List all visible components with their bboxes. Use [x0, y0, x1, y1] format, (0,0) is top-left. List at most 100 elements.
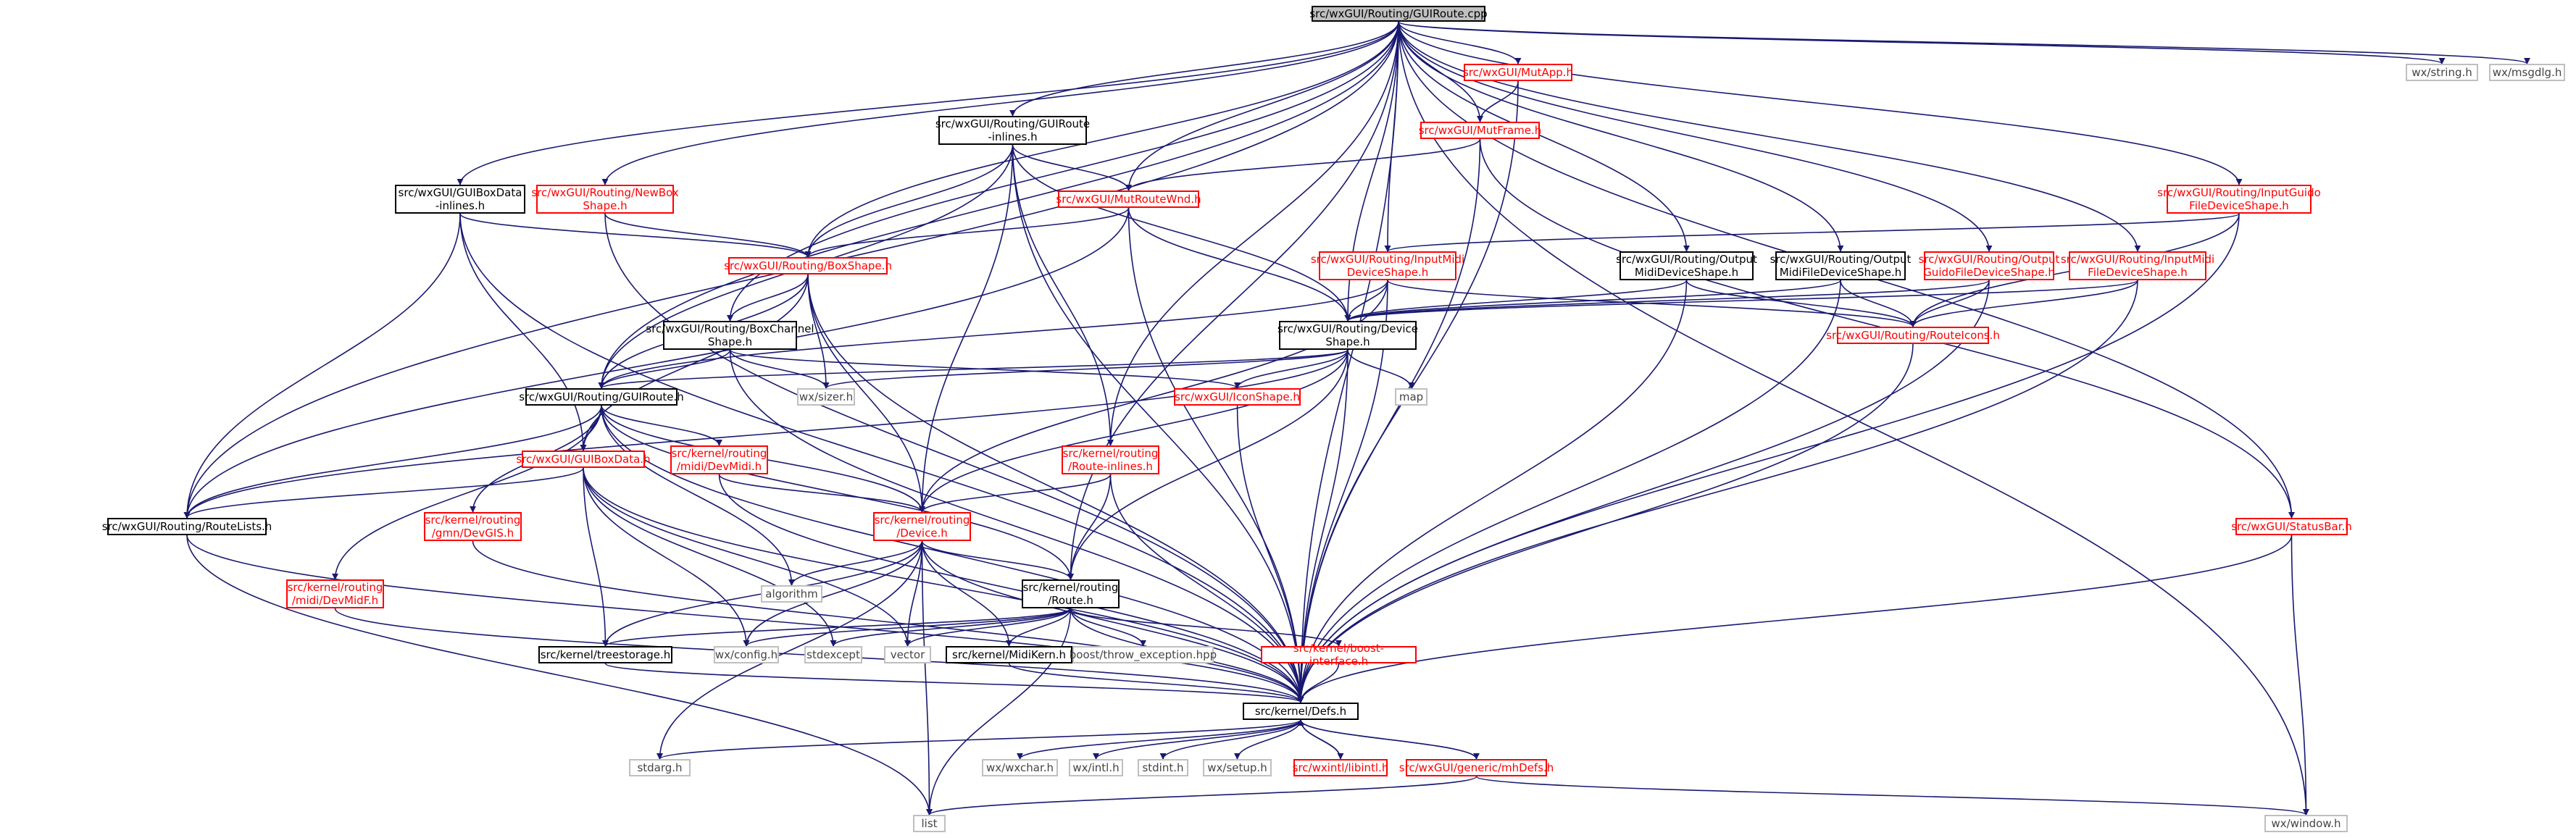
node-iconshape-h[interactable]: src/wxGUI/IconShape.h — [1174, 388, 1301, 406]
edge-device-to-list — [921, 540, 933, 816]
edge-guiroute_inl-to-device — [919, 144, 1014, 513]
edge-outputmidifile-to-routeicons — [1840, 280, 1917, 327]
node-boost-throw-exception-hpp[interactable]: boost/throw_exception.hpp — [1070, 646, 1217, 663]
edge-routelists-to-defs — [186, 535, 1304, 703]
edge-root-to-inputmidifile — [1398, 21, 2141, 252]
edge-mutframe-to-mutroutewnd — [1125, 138, 1481, 191]
edge-route-to-treestorage — [602, 608, 1072, 647]
node-map[interactable]: map — [1395, 388, 1427, 406]
edge-guiboxdata_inl-to-boxshape — [459, 213, 812, 258]
node-guiroute-h[interactable]: src/wxGUI/Routing/GUIRoute.h — [519, 388, 684, 406]
node-wx-wxchar-h[interactable]: wx/wxchar.h — [982, 759, 1058, 776]
node-stdarg-h[interactable]: stdarg.h — [629, 759, 691, 776]
edge-device-to-wxconfig — [743, 540, 923, 647]
edge-devmidi-to-device — [718, 474, 925, 513]
edge-boxshape-to-boxchannel — [727, 274, 809, 322]
node-newboxshape-h[interactable]: src/wxGUI/Routing/NewBox Shape.h — [531, 185, 679, 214]
node-route-h[interactable]: src/kernel/routing /Route.h — [1022, 579, 1120, 608]
edge-root-to-guiboxdata_inl — [457, 21, 1399, 185]
node-midikern-h[interactable]: src/kernel/MidiKern.h — [946, 646, 1072, 663]
edge-boostif-to-defs — [1297, 663, 1340, 703]
edge-route-to-list — [926, 608, 1072, 816]
edge-device-to-route — [921, 540, 1074, 580]
edge-mutapp-to-mutframe — [1477, 80, 1519, 122]
node-guiroute-cpp[interactable]: src/wxGUI/Routing/GUIRoute.cpp — [1309, 6, 1488, 22]
node-mutroutewnd-h[interactable]: src/wxGUI/MutRouteWnd.h — [1056, 190, 1201, 208]
edge-mhdefs-to-defs — [1297, 719, 1477, 760]
node-route-inlines-h[interactable]: src/kernel/routing /Route-inlines.h — [1062, 445, 1159, 474]
edge-inputmidifile-to-defs — [1297, 280, 2138, 703]
edge-guiboxdata-to-stdexcept — [583, 467, 837, 647]
edge-device-to-stdarg — [656, 540, 923, 760]
node-devmidf-h[interactable]: src/kernel/routing /midi/DevMidF.h — [286, 579, 384, 608]
edge-root-to-boxshape — [804, 21, 1399, 258]
node-defs-h[interactable]: src/kernel/Defs.h — [1243, 703, 1359, 720]
node-list[interactable]: list — [913, 815, 946, 832]
edge-inputmidifile-to-routeicons — [1909, 280, 2138, 327]
node-outputmidideviceshape-h[interactable]: src/wxGUI/Routing/Output MidiDeviceShape… — [1616, 251, 1757, 280]
edge-root-to-msgdlg — [1398, 21, 2530, 64]
edge-root-to-mutroutewnd — [1125, 21, 1399, 191]
node-wx-msgdlg-h[interactable]: wx/msgdlg.h — [2489, 64, 2565, 81]
node-devgis-h[interactable]: src/kernel/routing /gmn/DevGIS.h — [424, 512, 522, 541]
edge-outputguido-to-routeicons — [1909, 280, 1990, 327]
node-outputmidifiledeviceshape-h[interactable]: src/wxGUI/Routing/Output MidiFileDeviceS… — [1770, 251, 1912, 280]
node-boxshape-h[interactable]: src/wxGUI/Routing/BoxShape.h — [724, 257, 892, 275]
node-stdexcept[interactable]: stdexcept — [804, 646, 862, 663]
edge-deviceshape-to-iconshape — [1234, 349, 1349, 389]
node-outputguidofiledeviceshape-h[interactable]: src/wxGUI/Routing/Output GuidoFileDevice… — [1918, 251, 2060, 280]
edge-guiboxdata_inl-to-defs — [459, 213, 1304, 703]
node-devmidi-h[interactable]: src/kernel/routing /midi/DevMidi.h — [670, 445, 768, 474]
edge-outputguido-to-defs — [1297, 280, 1990, 703]
node-mhdefs-h[interactable]: src/wxGUI/generic/mhDefs.h — [1399, 759, 1554, 776]
node-statusbar-h[interactable]: src/wxGUI/StatusBar.h — [2231, 518, 2352, 535]
node-libintl-h[interactable]: src/wxintl/libintl.h — [1293, 759, 1388, 776]
node-wx-window-h[interactable]: wx/window.h — [2264, 815, 2348, 832]
node-guiboxdata-h[interactable]: src/wxGUI/GUIBoxData.h — [516, 451, 651, 468]
node-guiroute-inlines-h[interactable]: src/wxGUI/Routing/GUIRoute -inlines.h — [935, 116, 1091, 145]
edge-guiroute_inl-to-deviceshape — [1012, 144, 1351, 322]
edge-root-to-route — [1067, 21, 1399, 580]
node-deviceshape-h[interactable]: src/wxGUI/Routing/Device Shape.h — [1277, 321, 1419, 350]
node-wx-setup-h[interactable]: wx/setup.h — [1203, 759, 1272, 776]
node-vector[interactable]: vector — [884, 646, 931, 663]
node-routelists-h[interactable]: src/wxGUI/Routing/RouteLists.h — [102, 518, 272, 535]
node-device-h[interactable]: src/kernel/routing /Device.h — [873, 512, 971, 541]
edge-inputguido-to-inputmidi — [1384, 213, 2240, 252]
edge-newbox-to-boxshape — [604, 213, 812, 258]
edge-route-to-wxconfig — [743, 608, 1072, 647]
edge-outputguido-to-deviceshape — [1344, 280, 1990, 322]
edge-guiroute_h-to-devmidi — [601, 405, 722, 446]
edge-deviceshape-to-device — [919, 349, 1349, 513]
edge-statusbar-to-defs — [1297, 535, 2293, 703]
node-inputmidideviceshape-h[interactable]: src/wxGUI/Routing/InputMidi DeviceShape.… — [1310, 251, 1465, 280]
node-boxchannelshape-h[interactable]: src/wxGUI/Routing/BoxChannel Shape.h — [646, 321, 814, 350]
edge-mutroutewnd-to-defs — [1127, 207, 1304, 703]
edge-boxshape-to-device — [807, 274, 925, 513]
edge-guiroute_inl-to-defs — [1012, 144, 1304, 703]
node-wx-intl-h[interactable]: wx/intl.h — [1069, 759, 1123, 776]
edge-device-to-midikern — [921, 540, 1012, 647]
node-inputguidofiledeviceshape-h[interactable]: src/wxGUI/Routing/InputGuido FileDeviceS… — [2157, 185, 2321, 214]
edge-route-to-boostif — [1070, 608, 1342, 647]
edge-root-to-outputmidifile — [1398, 21, 1844, 252]
node-inputmidifiledeviceshape-h[interactable]: src/wxGUI/Routing/InputMidi FileDeviceSh… — [2060, 251, 2215, 280]
edge-outputmidi-to-defs — [1297, 280, 1688, 703]
node-wx-sizer-h[interactable]: wx/sizer.h — [797, 388, 855, 406]
edge-guiboxdata-to-defs — [583, 467, 1304, 703]
node-stdint-h[interactable]: stdint.h — [1138, 759, 1188, 776]
node-mutframe-h[interactable]: src/wxGUI/MutFrame.h — [1419, 122, 1541, 139]
edge-outputmidi-to-routeicons — [1685, 280, 1917, 327]
node-boost-interface-h[interactable]: src/kernel/boost-interface.h — [1261, 642, 1417, 668]
edge-routelists-to-list — [186, 535, 933, 816]
node-algorithm[interactable]: algorithm — [761, 585, 822, 603]
node-guiboxdata-inlines-h[interactable]: src/wxGUI/GUIBoxData -inlines.h — [395, 185, 525, 214]
node-treestorage-h[interactable]: src/kernel/treestorage.h — [538, 646, 672, 663]
node-wx-string-h[interactable]: wx/string.h — [2406, 64, 2478, 81]
edge-inputmidi-to-device — [919, 280, 1388, 513]
node-mutapp-h[interactable]: src/wxGUI/MutApp.h — [1463, 64, 1573, 81]
node-wx-config-h[interactable]: wx/config.h — [714, 646, 779, 663]
edge-statusbar-to-wxwindow — [2291, 535, 2309, 816]
node-routeicons-h[interactable]: src/wxGUI/Routing/RouteIcons.h — [1826, 327, 2000, 344]
